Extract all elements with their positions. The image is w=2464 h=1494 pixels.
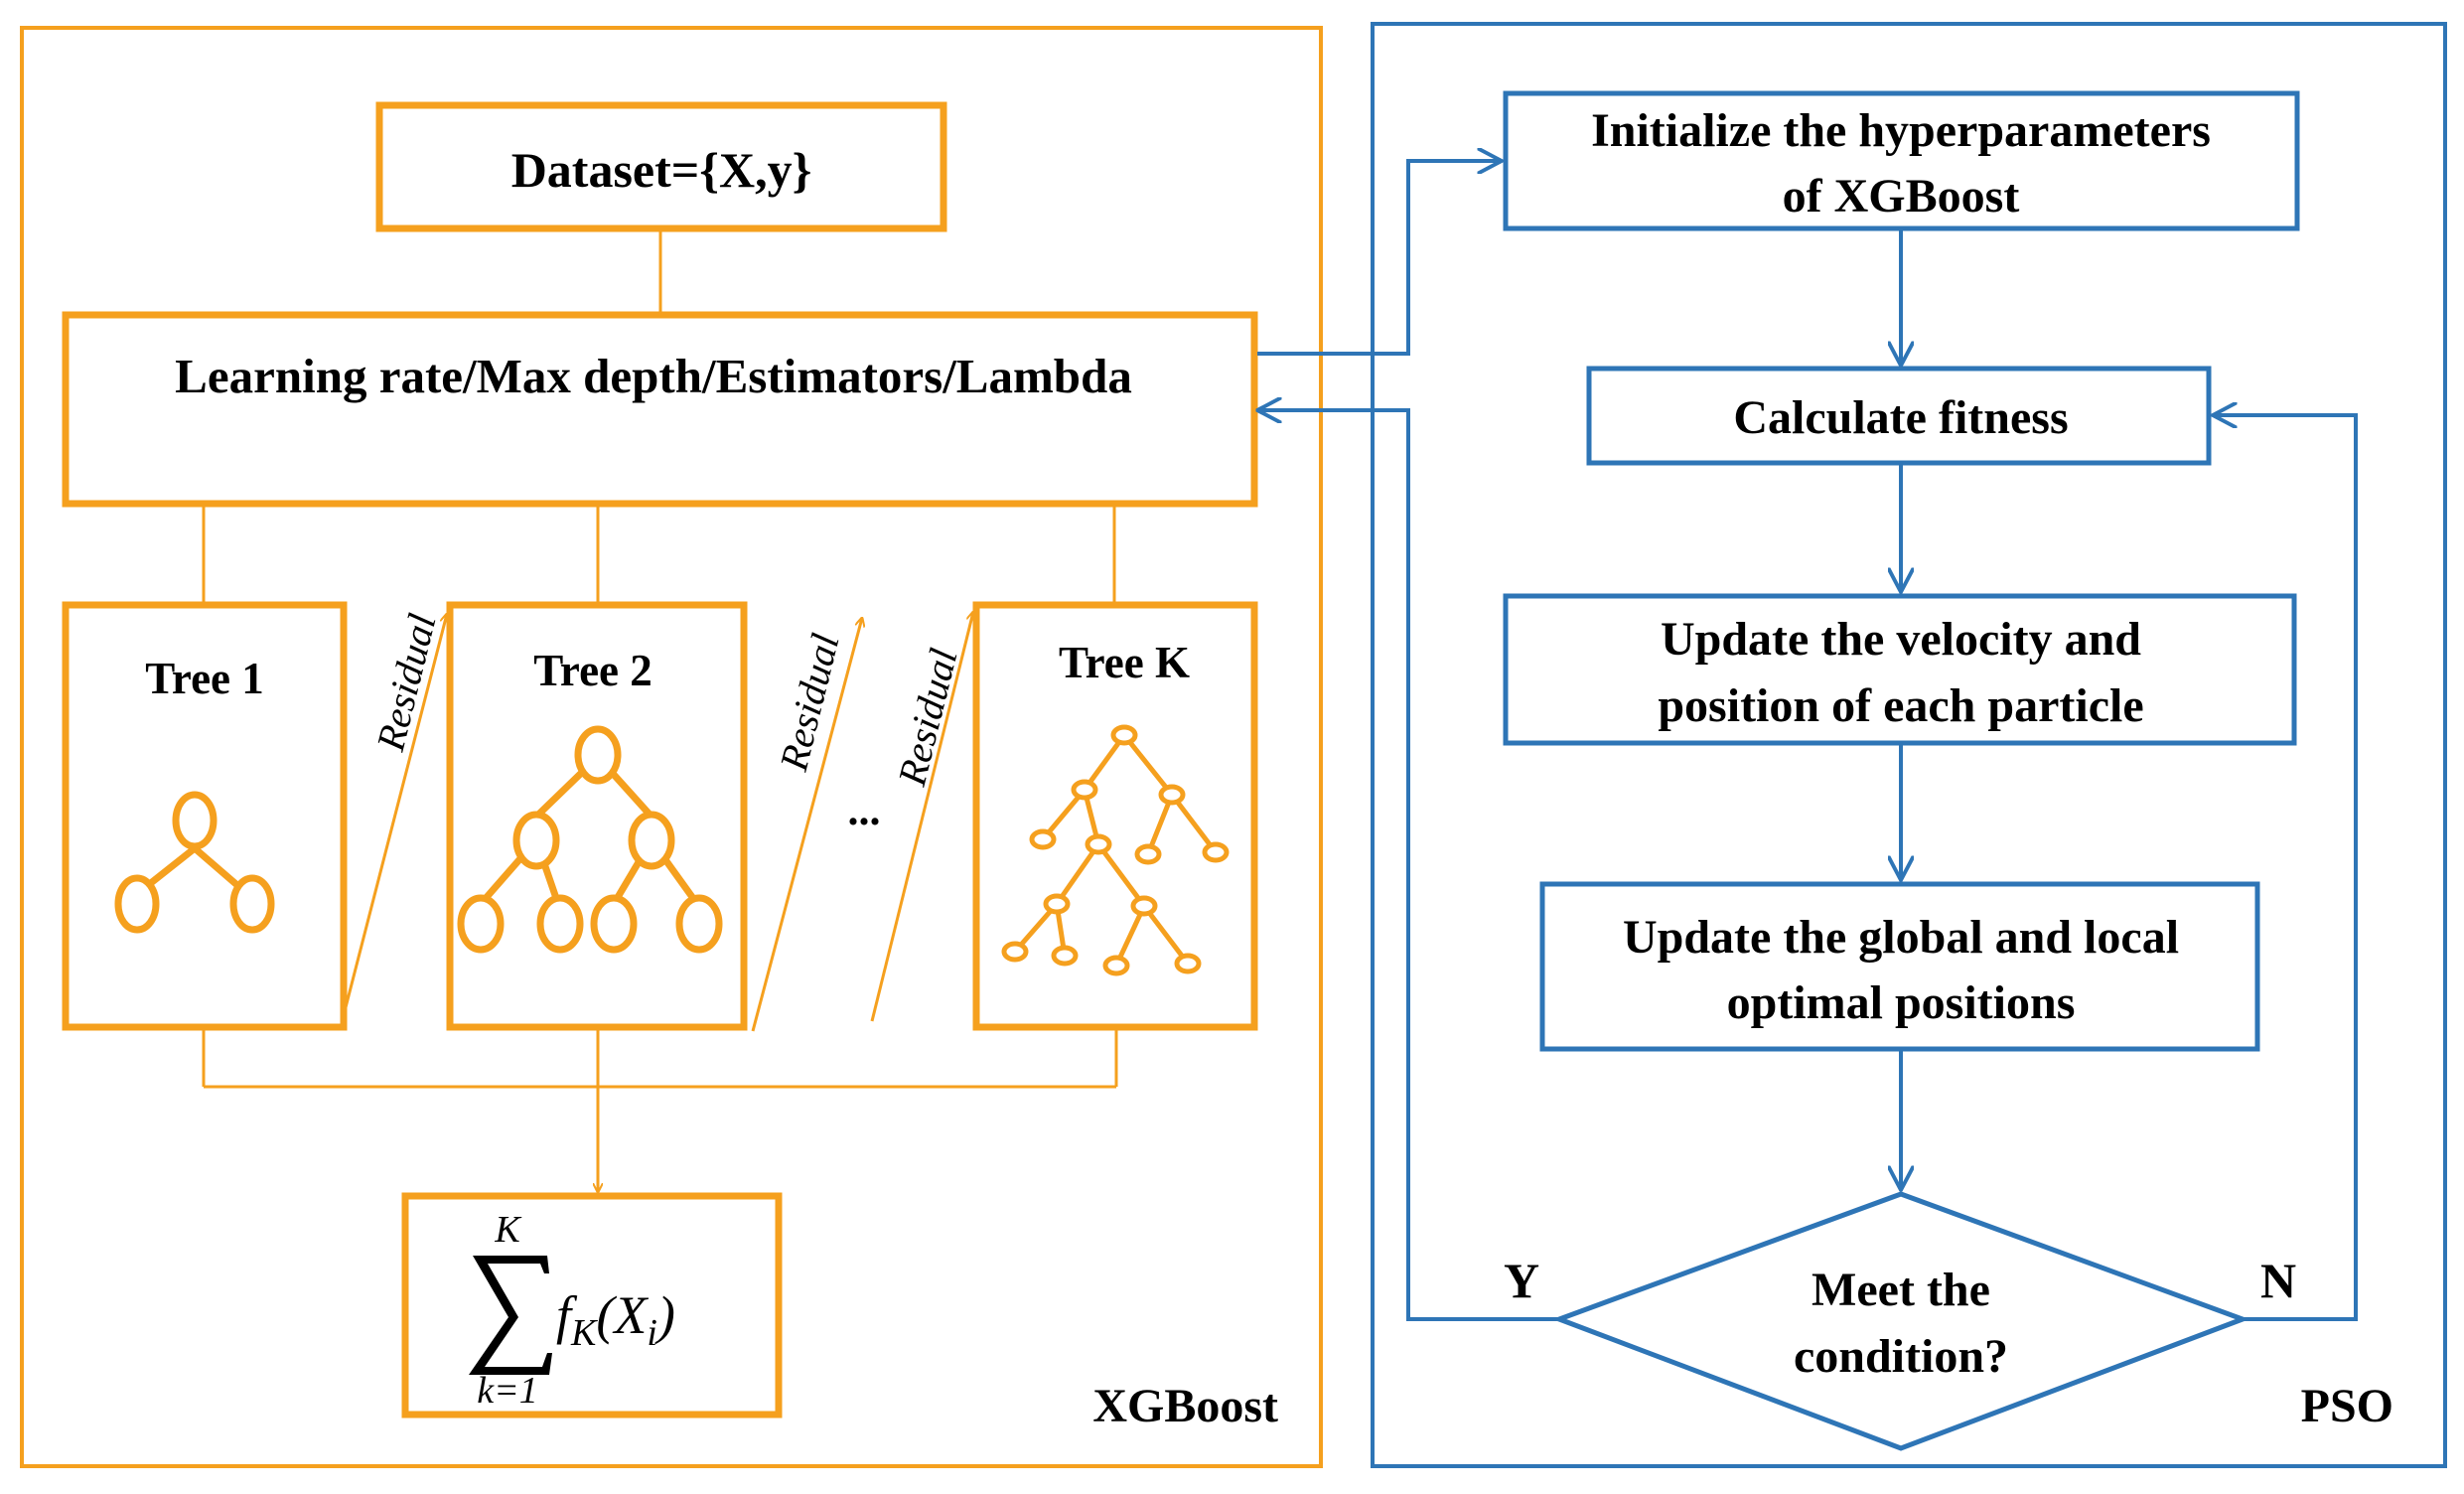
sum-formula: K k=1 fK(Xi) <box>469 1209 675 1412</box>
tree-1-box <box>62 601 348 1031</box>
tree-k-graph <box>1001 724 1230 976</box>
residual-arrow-3 <box>870 612 973 1022</box>
sum-lower-limit: k=1 <box>477 1370 538 1412</box>
init-label-line-1: Initialize the hyperparameters <box>1591 104 2211 157</box>
sum-upper-limit: K <box>494 1209 521 1251</box>
condition-line-2: condition? <box>1794 1330 2008 1383</box>
sum-term-sub: K <box>570 1312 598 1354</box>
update-velocity-line-2: position of each particle <box>1658 679 2143 732</box>
dataset-label: Dataset={X,y} <box>511 142 812 198</box>
xgboost-panel: Dataset={X,y} Learning rate/Max depth/Es… <box>20 26 1323 1468</box>
condition-diamond <box>1551 1191 2250 1451</box>
xgboost-panel-border <box>20 26 1323 1468</box>
params-label: Learning rate/Max depth/Estimators/Lambd… <box>175 349 1132 403</box>
sigma-symbol <box>469 1256 552 1375</box>
tree-2-box <box>446 601 748 1031</box>
sum-term-sub2: i <box>647 1312 657 1354</box>
update-global-line-1: Update the global and local <box>1623 911 2179 964</box>
update-global-box <box>1539 881 2260 1052</box>
sum-term-open: (X <box>596 1285 649 1345</box>
update-global-line-2: optimal positions <box>1727 976 2076 1029</box>
residual-label-2: Residual <box>771 629 848 776</box>
yes-label: Y <box>1504 1253 1539 1308</box>
tree-k-box <box>972 601 1258 1031</box>
tree-1-label: Tree 1 <box>145 654 264 703</box>
tree-1-graph <box>114 791 275 934</box>
params-box <box>62 311 1258 508</box>
pso-panel: Initialize the hyperparameters of XGBoos… <box>1257 22 2447 1468</box>
xgboost-connectors <box>202 228 1118 1089</box>
pso-flow-arrows <box>1257 161 2358 1321</box>
tree-1: Tree 1 <box>62 601 348 1031</box>
pso-panel-label: PSO <box>2301 1380 2393 1432</box>
no-label: N <box>2260 1253 2296 1308</box>
ellipsis: ... <box>848 786 881 834</box>
sum-box <box>401 1192 783 1419</box>
tree-2-graph <box>457 725 723 954</box>
residual-arrow-1 <box>342 614 447 1016</box>
fitness-label: Calculate fitness <box>1733 391 2068 444</box>
dataset-box <box>375 101 947 232</box>
tree-2: Tree 2 <box>446 601 748 1031</box>
residual-arrow-2 <box>751 618 862 1032</box>
sum-term: fK(Xi) <box>556 1285 675 1354</box>
pso-panel-border <box>1371 22 2447 1468</box>
fitness-box <box>1586 366 2212 466</box>
xgboost-panel-label: XGBoost <box>1092 1380 1278 1432</box>
tree-2-label: Tree 2 <box>533 646 652 695</box>
tree-k: Tree K <box>972 601 1258 1031</box>
condition-line-1: Meet the <box>1812 1264 1990 1316</box>
sum-term-close: ) <box>654 1285 675 1345</box>
tree-k-label: Tree K <box>1059 638 1190 687</box>
init-label-line-2: of XGBoost <box>1783 170 2020 223</box>
update-velocity-line-1: Update the velocity and <box>1661 613 2141 666</box>
init-box <box>1503 90 2300 231</box>
update-velocity-box <box>1503 593 2297 746</box>
residual-label-1: Residual <box>367 609 445 756</box>
residual-label-3: Residual <box>889 644 966 791</box>
